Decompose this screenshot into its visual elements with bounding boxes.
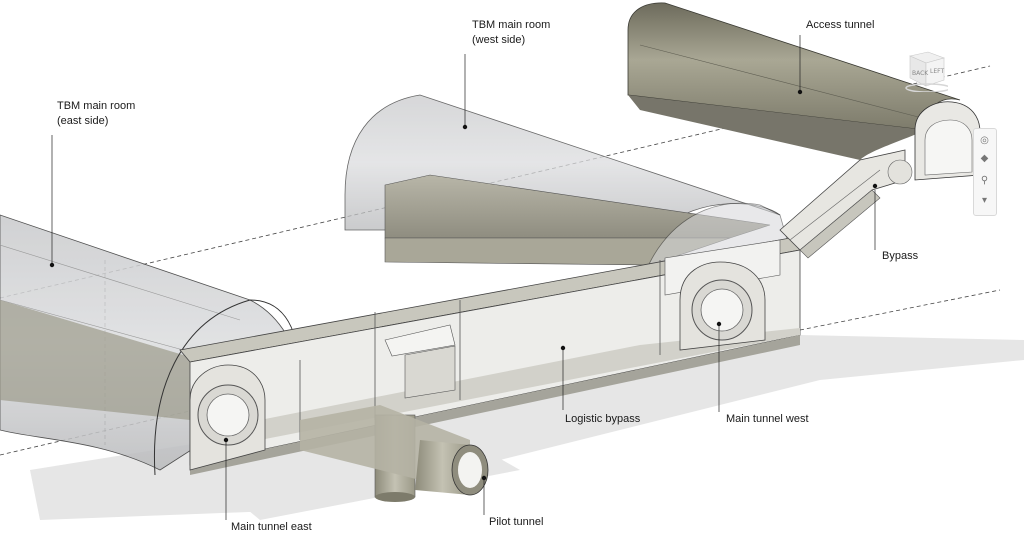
- label-main-tunnel-east: Main tunnel east: [231, 521, 312, 533]
- leader-dots: [49, 89, 878, 481]
- label-line-1: TBM main room: [57, 100, 136, 112]
- pan-icon[interactable]: ◆: [980, 153, 989, 164]
- zoom-icon[interactable]: ⚲: [980, 175, 989, 186]
- label-pilot-tunnel: Pilot tunnel: [489, 516, 544, 528]
- label-tbm-main-room-west: TBM main room (west side): [472, 18, 550, 48]
- label-line-2: (west side): [472, 34, 526, 46]
- main-tunnel-west: [679, 261, 766, 351]
- label-line-1: TBM main room: [472, 19, 551, 31]
- label-bypass: Bypass: [882, 250, 919, 262]
- bypass: [779, 149, 906, 259]
- label-tbm-main-room-east: TBM main room (east side): [57, 99, 135, 129]
- label-access-tunnel: Access tunnel: [806, 19, 875, 31]
- orbit-icon[interactable]: ◎: [980, 135, 989, 146]
- leader-lines: [51, 35, 876, 520]
- access-tunnel: [627, 2, 981, 185]
- pilot-tunnel: [300, 405, 489, 502]
- label-line-2: (east side): [57, 115, 109, 127]
- label-logistic-bypass: Logistic bypass: [565, 413, 641, 425]
- viewcube-back-face[interactable]: BACK: [912, 70, 929, 77]
- navigation-bar: ◎ ◆ ⚲ ▾: [973, 128, 997, 216]
- chevron-down-icon[interactable]: ▾: [981, 195, 988, 206]
- label-main-tunnel-west: Main tunnel west: [726, 413, 809, 425]
- viewcube-left-face[interactable]: LEFT: [930, 68, 945, 75]
- viewcube-widget[interactable]: BACK LEFT: [904, 48, 951, 93]
- main-tunnel-east: [189, 364, 266, 471]
- viewcube-icon: [905, 51, 951, 93]
